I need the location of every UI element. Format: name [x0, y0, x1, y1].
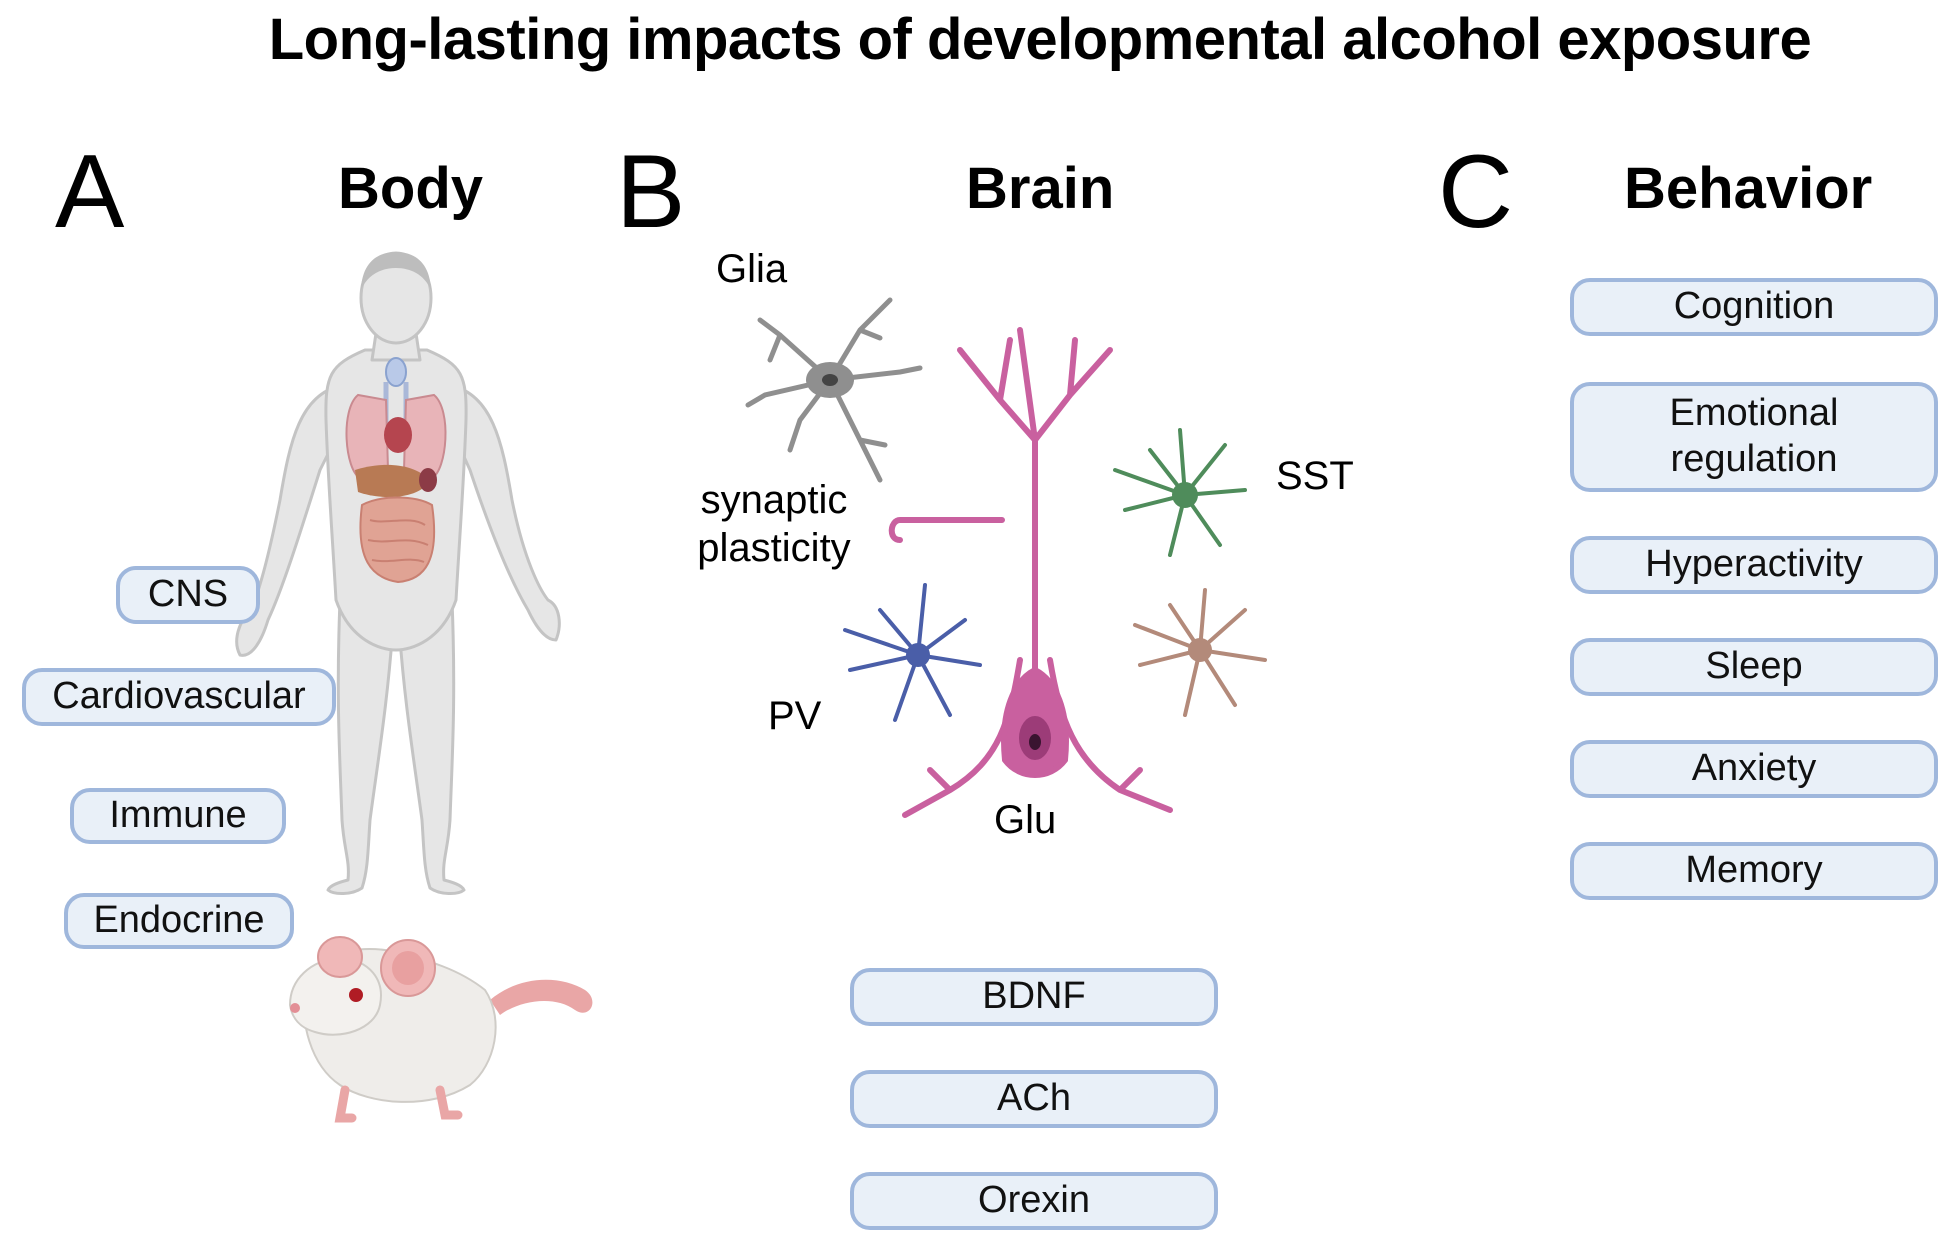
body-item-cardiovascular: Cardiovascular [22, 668, 336, 726]
mouse-illustration [288, 936, 593, 1123]
brain-item-ach: ACh [850, 1070, 1218, 1128]
behavior-item-memory: Memory [1570, 842, 1938, 900]
panel-c-letter: C [1438, 134, 1514, 250]
glu-label: Glu [994, 798, 1057, 842]
interneuron-icon [1133, 588, 1267, 717]
behavior-item-emotional-regulation: Emotional regulation [1570, 382, 1938, 492]
pv-label: PV [768, 694, 822, 738]
glutamatergic-neuron-icon [888, 327, 1173, 818]
glia-cell-icon [745, 297, 923, 483]
pv-interneuron-icon [843, 583, 982, 722]
panel-a-heading: Body [338, 156, 483, 221]
sst-interneuron-icon [1113, 428, 1247, 557]
brain-item-orexin: Orexin [850, 1172, 1218, 1230]
behavior-item-sleep: Sleep [1570, 638, 1938, 696]
sst-label: SST [1276, 454, 1354, 498]
synaptic-plasticity-label: synaptic plasticity [697, 478, 851, 570]
panel-a-letter: A [55, 134, 125, 250]
body-item-endocrine: Endocrine [64, 893, 294, 949]
figure-title: Long-lasting impacts of developmental al… [268, 7, 1812, 72]
behavior-item-hyperactivity: Hyperactivity [1570, 536, 1938, 594]
body-item-cns: CNS [116, 566, 260, 624]
behavior-item-cognition: Cognition [1570, 278, 1938, 336]
behavior-item-anxiety: Anxiety [1570, 740, 1938, 798]
glia-label: Glia [716, 247, 788, 291]
body-item-immune: Immune [70, 788, 286, 844]
human-body-illustration [235, 251, 561, 895]
panel-b-heading: Brain [966, 156, 1115, 221]
panel-c-heading: Behavior [1624, 156, 1873, 221]
panel-b-letter: B [616, 134, 686, 250]
brain-item-bdnf: BDNF [850, 968, 1218, 1026]
